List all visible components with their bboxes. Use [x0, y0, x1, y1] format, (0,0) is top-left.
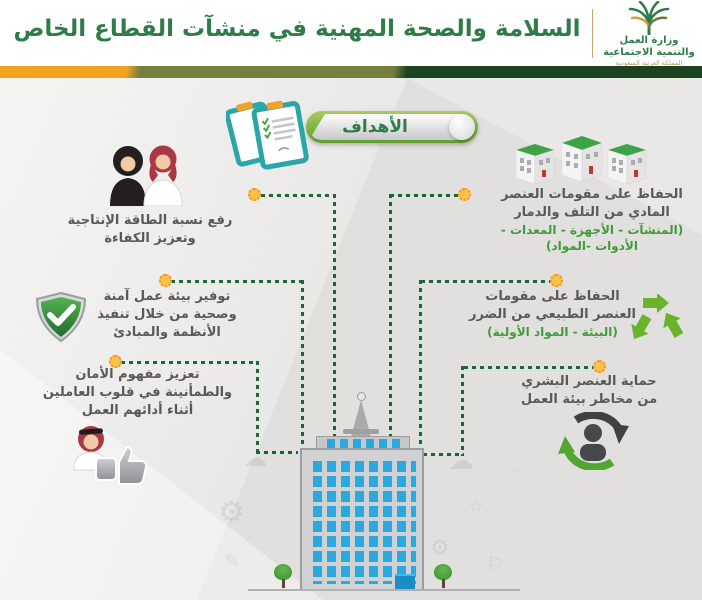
connector-line — [419, 280, 422, 448]
connector-line — [171, 280, 304, 283]
objective-line: تعزيز مفهوم الأمان — [75, 367, 200, 382]
objective-line: المادي من التلف والدمار — [514, 205, 670, 220]
objective-material-protection: الحفاظ على مقومات العنصر المادي من التلف… — [486, 186, 698, 254]
objective-line: الحفاظ على مقومات العنصر — [501, 187, 683, 202]
connector-line — [261, 194, 335, 197]
building-windows — [308, 457, 416, 584]
connector-dot-icon — [550, 274, 563, 287]
connector-dot-icon — [593, 360, 606, 373]
objective-subline: (البيئة - المواد الأولية) — [487, 325, 618, 339]
ministry-palm-logo-icon — [628, 1, 670, 35]
connector-line — [461, 366, 464, 456]
objective-reassurance: تعزيز مفهوم الأمان والطمأنينة في قلوب ال… — [35, 366, 240, 420]
objectives-banner-plate: الأهداف — [309, 114, 475, 140]
header-divider — [592, 9, 593, 58]
doodle-star-icon: ☆ — [468, 496, 485, 517]
objective-line: الأنظمة والمبادئ — [113, 325, 221, 340]
objective-line: رفع نسبة الطاقة الإنتاجية — [67, 213, 233, 228]
objective-line: والطمأنينة في قلوب العاملين — [42, 385, 233, 400]
connector-line — [464, 366, 595, 369]
header-color-band — [0, 66, 702, 78]
ground-line — [248, 589, 520, 591]
ministry-logo-block: وزارة العمل والتنمية الاجتماعية المملكة … — [598, 1, 700, 67]
worker-thumbs-up-icon — [73, 426, 148, 485]
connector-line — [390, 194, 460, 197]
objectives-banner: الأهداف — [306, 111, 478, 143]
building-top-windows — [322, 439, 404, 448]
connector-dot-icon — [109, 355, 122, 368]
buildings-icon — [516, 136, 647, 185]
connector-line — [333, 194, 336, 438]
ministry-name-line2: والتنمية الاجتماعية — [603, 46, 695, 58]
objective-line: توفير بيئة عمل آمنة — [103, 289, 231, 304]
tree-trunk — [441, 579, 445, 588]
saudi-couple-icon — [110, 145, 183, 206]
objective-line: من مخاطر بيئة العمل — [520, 392, 658, 407]
tree-trunk — [281, 579, 285, 588]
connector-line — [121, 361, 259, 364]
doodle-flag-icon: ⚐ — [486, 552, 504, 576]
doodle-gear-icon: ⚙ — [430, 536, 450, 561]
doodle-pencil-icon: ✎ — [224, 549, 241, 573]
page-title: السلامة والصحة المهنية في منشآت القطاع ا… — [13, 16, 581, 42]
connector-dot-icon — [159, 274, 172, 287]
objective-productivity: رفع نسبة الطاقة الإنتاجية وتعزيز الكفاءة — [55, 212, 245, 248]
objective-natural-protection: الحفاظ على مقومات العنصر الطبيعي من الضر… — [450, 288, 655, 340]
building-antenna-ball — [357, 392, 366, 401]
objectives-banner-label: الأهداف — [342, 117, 408, 137]
tree-crown — [274, 564, 292, 580]
tree-icon — [274, 564, 292, 591]
building-tower — [300, 448, 424, 591]
connector-line — [421, 280, 552, 283]
ministry-name-line1: وزارة العمل — [619, 35, 679, 46]
header-bar: السلامة والصحة المهنية في منشآت القطاع ا… — [0, 0, 702, 67]
objective-safe-environment: توفير بيئة عمل آمنة وصحية من خلال تنفيذ … — [72, 288, 262, 342]
doodle-heart-icon: ♡ — [506, 466, 523, 487]
building-antenna-base — [343, 429, 379, 434]
connector-line — [256, 451, 298, 454]
objective-line: حماية العنصر البشري — [521, 374, 657, 389]
objective-human-protection: حماية العنصر البشري من مخاطر بيئة العمل — [500, 373, 678, 409]
objective-subline: (المنشآت - الأجهزة - المعدات - — [500, 223, 684, 237]
connector-line — [256, 361, 259, 454]
building-door — [395, 574, 415, 589]
tree-icon — [434, 564, 452, 591]
shield-check-icon — [35, 292, 87, 342]
objective-line: العنصر الطبيعي من الضرر — [468, 307, 637, 322]
connector-line — [423, 453, 464, 456]
human-protection-icon — [558, 412, 629, 470]
connector-line — [301, 280, 304, 448]
doodle-cloud-icon: ☁ — [243, 444, 267, 472]
objective-line: الحفاظ على مقومات — [485, 289, 620, 304]
connector-line — [389, 194, 392, 438]
ministry-country-line: المملكة العربية السعودية — [615, 59, 683, 67]
objectives-banner-circle — [449, 114, 475, 140]
objective-subline: الأدوات -المواد) — [546, 239, 638, 253]
recycle-icon — [631, 294, 684, 340]
connector-dot-icon — [248, 188, 261, 201]
objective-line: أثناء أدائهم العمل — [81, 403, 194, 418]
objective-line: وصحية من خلال تنفيذ — [97, 307, 237, 322]
tree-crown — [434, 564, 452, 580]
clipboards-icon — [226, 100, 309, 170]
connector-dot-icon — [458, 188, 471, 201]
objective-line: وتعزيز الكفاءة — [104, 231, 196, 246]
doodle-gear-icon: ⚙ — [218, 495, 245, 530]
